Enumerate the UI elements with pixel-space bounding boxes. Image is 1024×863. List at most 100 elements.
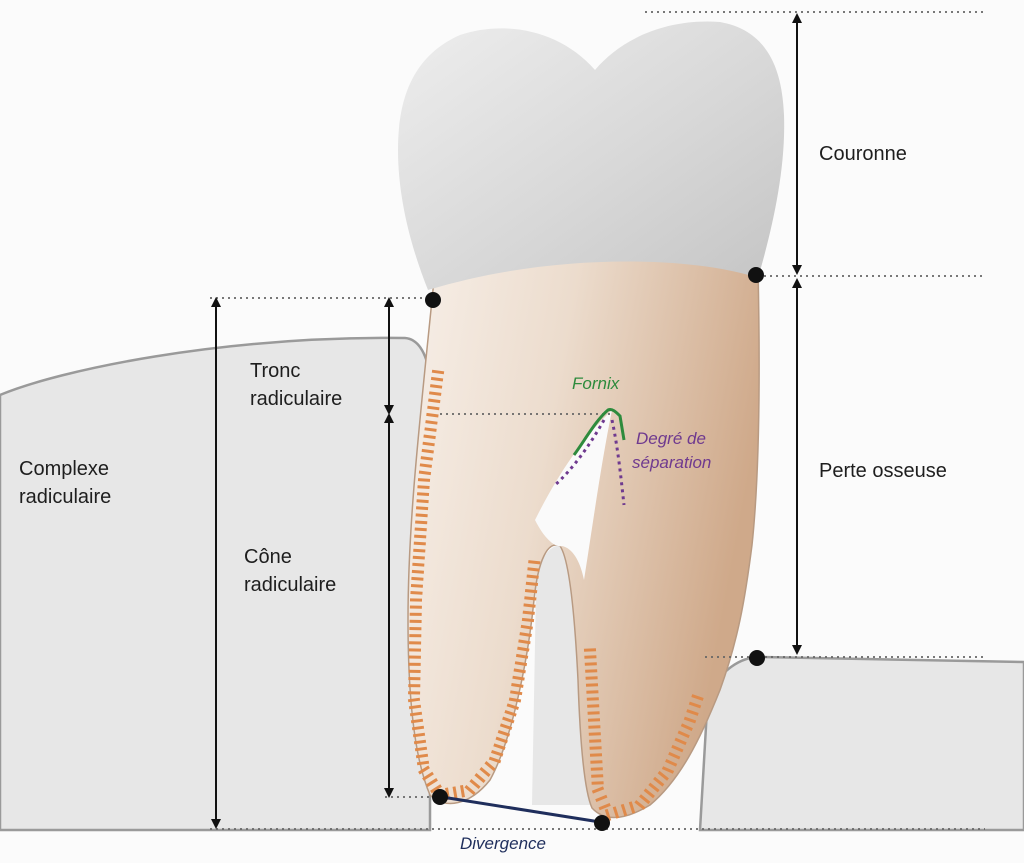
ligament-tick — [413, 548, 426, 553]
ligament-tick — [518, 639, 531, 645]
ligament-tick — [412, 732, 426, 738]
ligament-tick — [683, 716, 697, 724]
ligament-tick — [584, 662, 597, 666]
ligament-tick — [410, 584, 424, 588]
ligament-tick — [506, 703, 519, 711]
ligament-tick — [585, 669, 598, 673]
ligament-tick — [484, 761, 496, 771]
ligament-tick — [585, 676, 598, 680]
ligament-tick — [469, 779, 481, 789]
ligament-tick — [420, 456, 433, 461]
ligament-tick — [474, 773, 486, 783]
ligament-tick — [648, 782, 660, 793]
ligament-tick — [521, 617, 535, 623]
ligament-tick — [587, 711, 600, 715]
ligament-tick — [417, 485, 430, 489]
ligament-tick — [520, 624, 533, 630]
label-divergence: Divergence — [460, 834, 546, 853]
ligament-tick — [665, 759, 678, 767]
ligament-tick — [421, 448, 434, 454]
label-cone-line2: radiculaire — [244, 574, 337, 596]
ligament-tick — [513, 668, 526, 674]
ligament-tick — [588, 725, 601, 729]
ligament-tick — [583, 648, 597, 652]
ligament-tick — [415, 513, 428, 518]
label-cone-line1: Cône — [244, 546, 292, 568]
ligament-tick — [519, 632, 532, 637]
dot-cej-right — [748, 267, 764, 283]
ligament-tick — [587, 718, 601, 722]
ligament-tick — [416, 492, 430, 496]
ligament-tick — [634, 800, 646, 810]
reference-lines — [210, 11, 985, 830]
ligament-tick — [416, 499, 429, 504]
ligament-tick — [425, 420, 438, 425]
ligament-tick — [417, 478, 431, 482]
ligament-tick — [584, 655, 597, 659]
ligament-tick — [460, 785, 465, 798]
ligament-tick — [415, 520, 428, 525]
ligament-tick — [524, 596, 537, 601]
tooth-crown — [398, 21, 785, 291]
ligament-tick — [423, 434, 436, 440]
ligament-tick — [514, 661, 528, 667]
dot-apex-distal — [594, 815, 610, 831]
label-degre-line2: séparation — [632, 453, 712, 472]
ligament-tick — [526, 574, 539, 579]
ligament-tick — [411, 576, 424, 581]
ligament-tick — [464, 785, 476, 795]
ligament-tick — [452, 786, 458, 799]
ligament-tick — [430, 384, 443, 389]
landmark-dots — [425, 267, 765, 831]
ligament-tick — [653, 776, 665, 787]
ligament-tick — [415, 753, 429, 759]
ligament-tick — [431, 369, 445, 375]
ligament-tick — [488, 756, 502, 764]
ligament-tick — [639, 794, 651, 805]
ligament-tick — [523, 603, 536, 608]
ligament-tick — [491, 749, 504, 757]
ligament-tick — [511, 683, 524, 688]
ligament-tick — [411, 569, 424, 574]
label-tronc-line2: radiculaire — [250, 388, 343, 410]
ligament-tick — [429, 391, 442, 396]
ligament-tick — [416, 760, 430, 766]
ligament-tick — [497, 729, 511, 737]
bone-right — [698, 655, 1024, 832]
ligament-tick — [413, 541, 426, 546]
ligament-tick — [428, 398, 441, 404]
ligament-tick — [412, 555, 425, 560]
ligament-tick — [410, 718, 424, 724]
ligament-tick — [414, 527, 427, 532]
ligament-tick — [528, 560, 541, 565]
ligament-tick — [413, 739, 427, 745]
ligament-tick — [524, 589, 538, 594]
ligament-tick — [680, 723, 693, 731]
furcation-gap — [535, 410, 612, 580]
label-couronne: Couronne — [819, 143, 907, 165]
ligament-tick — [677, 730, 690, 739]
ligament-tick — [661, 766, 675, 774]
ligament-tick — [586, 690, 599, 694]
ligament-tick — [590, 767, 603, 771]
ligament-tick — [595, 794, 608, 802]
ligament-tick — [508, 697, 522, 703]
ligament-tick — [479, 767, 491, 777]
ligament-tick — [586, 697, 599, 701]
ligament-tick — [411, 725, 425, 731]
ligament-tick — [422, 771, 434, 781]
ligament-tick — [668, 751, 681, 760]
ligament-tick — [604, 808, 612, 822]
ligament-tick — [585, 683, 599, 687]
ligament-tick — [686, 709, 699, 716]
dot-cej-left — [425, 292, 441, 308]
ligament-tick — [589, 753, 603, 757]
separation-lines — [554, 419, 626, 506]
ligament-tick — [620, 803, 628, 817]
ligament-tick — [688, 701, 702, 709]
ligament-tick — [590, 760, 603, 764]
ligament-hatching — [407, 369, 704, 822]
ligament-tick — [412, 562, 425, 567]
ligament-tick — [510, 690, 523, 696]
